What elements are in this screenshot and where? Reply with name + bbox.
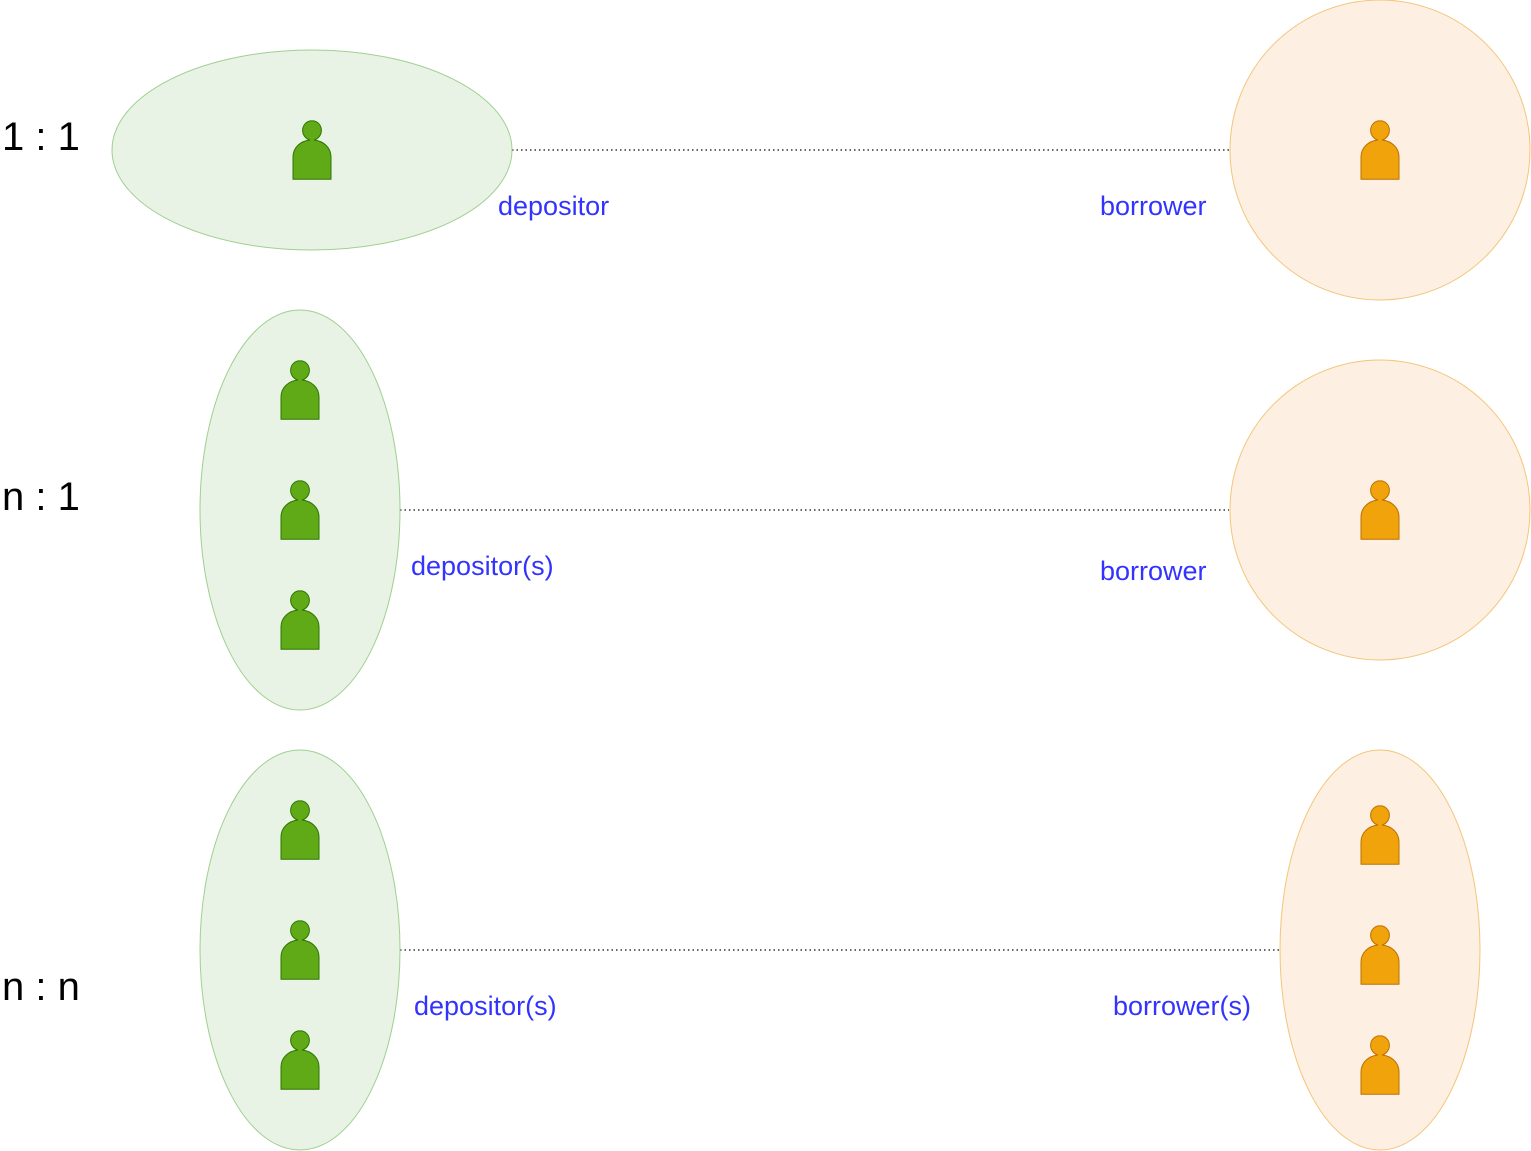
ratio-label: n : 1	[2, 475, 80, 519]
ratio-label: 1 : 1	[2, 115, 80, 159]
row-many-to-one: n : 1 depositor(s) borrower	[2, 309, 1531, 711]
depositor-label: depositor(s)	[411, 551, 554, 581]
borrower-label: borrower(s)	[1113, 991, 1251, 1021]
depositor-label: depositor(s)	[414, 991, 557, 1021]
row-many-to-many: n : n depositor(s) borrower(s)	[2, 749, 1481, 1151]
depositor-label: depositor	[498, 191, 609, 221]
borrower-label: borrower	[1100, 191, 1207, 221]
row-one-to-one: 1 : 1 depositor borrower	[2, 0, 1531, 301]
borrower-label: borrower	[1100, 556, 1207, 586]
ratio-label: n : n	[2, 965, 80, 1009]
